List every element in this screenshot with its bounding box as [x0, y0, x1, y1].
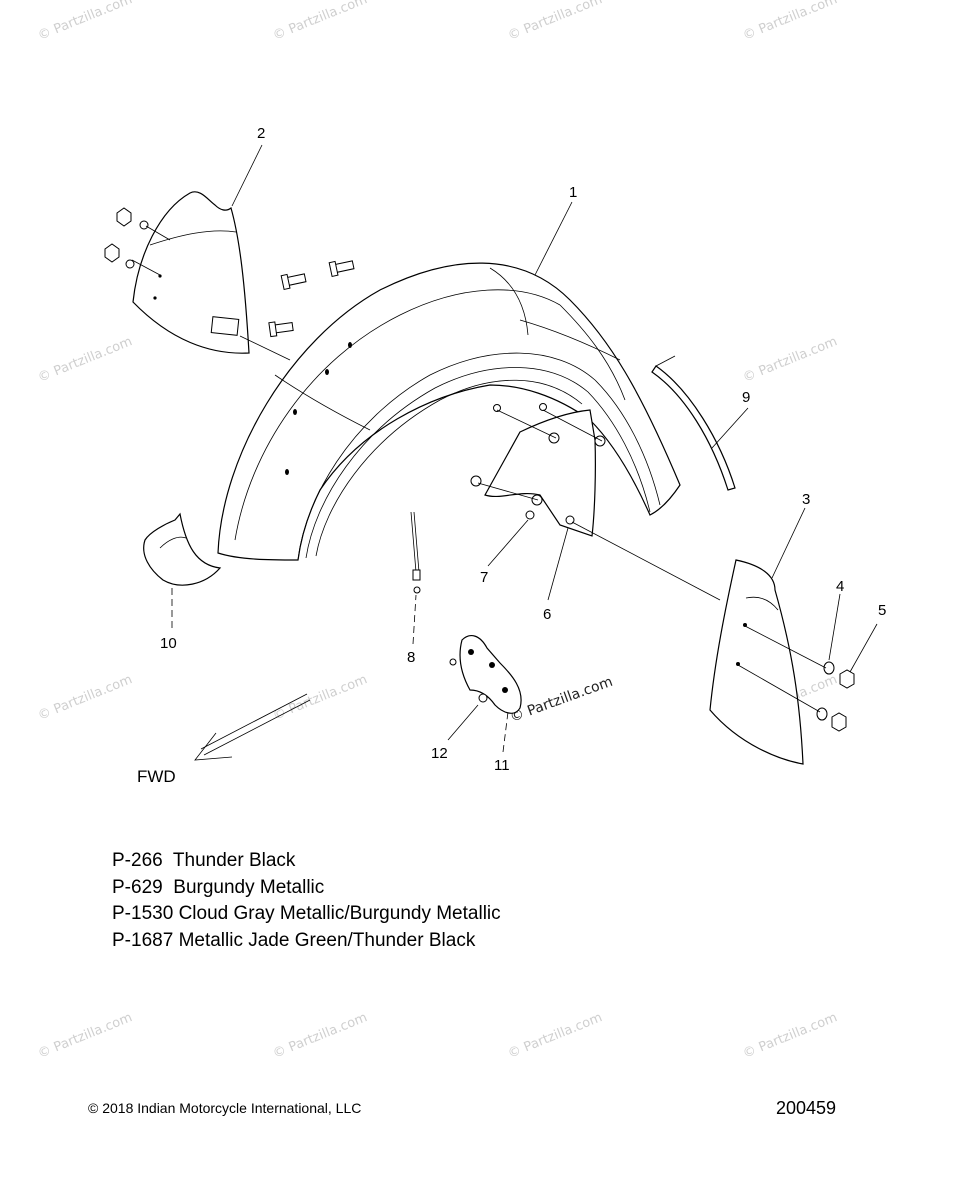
forward-arrow: FWD: [137, 693, 311, 786]
watermark-dark: © Partzilla.com: [508, 674, 615, 726]
watermark: © Partzilla.com: [506, 1010, 605, 1061]
watermark: © Partzilla.com: [741, 334, 840, 385]
watermark: © Partzilla.com: [271, 0, 370, 44]
callout-2: 2: [257, 125, 265, 142]
callout-12: 12: [431, 745, 448, 762]
fender-bracket: [484, 409, 596, 537]
mount-bracket: [459, 634, 522, 714]
side-cover-right: [709, 559, 804, 765]
diagram-number: 200459: [776, 1098, 837, 1118]
watermark: © Partzilla.com: [271, 1010, 370, 1061]
callout-4: 4: [836, 578, 844, 595]
callout-3: 3: [802, 491, 810, 508]
side-cover-left: [132, 191, 250, 354]
watermark: © Partzilla.com: [36, 1010, 135, 1061]
trim-strip: [651, 355, 736, 491]
watermark: © Partzilla.com: [741, 0, 840, 44]
watermark: © Partzilla.com: [36, 672, 135, 723]
paint-code: P-1530: [112, 903, 174, 924]
callout-10: 10: [160, 635, 177, 652]
paint-code-list: P-266 Thunder Black P-629 Burgundy Metal…: [112, 848, 501, 954]
paint-code-row: P-1687 Metallic Jade Green/Thunder Black: [112, 928, 501, 955]
callout-6: 6: [543, 606, 551, 623]
watermark: © Partzilla.com: [741, 1010, 840, 1061]
paint-name: Metallic Jade Green/Thunder Black: [178, 929, 476, 951]
front-fender: [217, 262, 681, 561]
paint-code: P-1687: [112, 929, 174, 951]
paint-name: Cloud Gray Metallic/Burgundy Metallic: [178, 903, 501, 924]
callout-7: 7: [480, 569, 488, 586]
callout-5: 5: [878, 602, 886, 619]
paint-code-row: P-629 Burgundy Metallic: [112, 875, 501, 902]
callout-1: 1: [569, 184, 577, 201]
paint-code: P-629: [112, 876, 163, 898]
copyright-notice: © 2018 Indian Motorcycle International, …: [88, 1100, 362, 1116]
watermark: © Partzilla.com: [506, 0, 605, 44]
paint-name: Thunder Black: [172, 850, 296, 871]
callout-8: 8: [407, 649, 415, 666]
callout-11: 11: [494, 757, 510, 774]
assembly-lines: [131, 225, 827, 713]
wire-clip: [410, 511, 421, 594]
callouts: 1 2 3 4 5 6 7 8 9 10 11 12: [160, 125, 886, 774]
callout-9: 9: [742, 389, 750, 406]
watermark: © Partzilla.com: [36, 334, 135, 385]
paint-code: P-266: [112, 850, 163, 871]
paint-code-row: P-1530 Cloud Gray Metallic/Burgundy Meta…: [112, 901, 501, 928]
leader-lines: [171, 144, 878, 753]
paint-name: Burgundy Metallic: [173, 876, 325, 898]
hardware: [104, 207, 855, 732]
paint-code-row: P-266 Thunder Black: [112, 848, 501, 875]
fender-tip: [143, 512, 222, 586]
watermark: © Partzilla.com: [36, 0, 135, 44]
fwd-label: FWD: [137, 767, 176, 786]
watermark: © Partzilla.com: [271, 672, 370, 723]
